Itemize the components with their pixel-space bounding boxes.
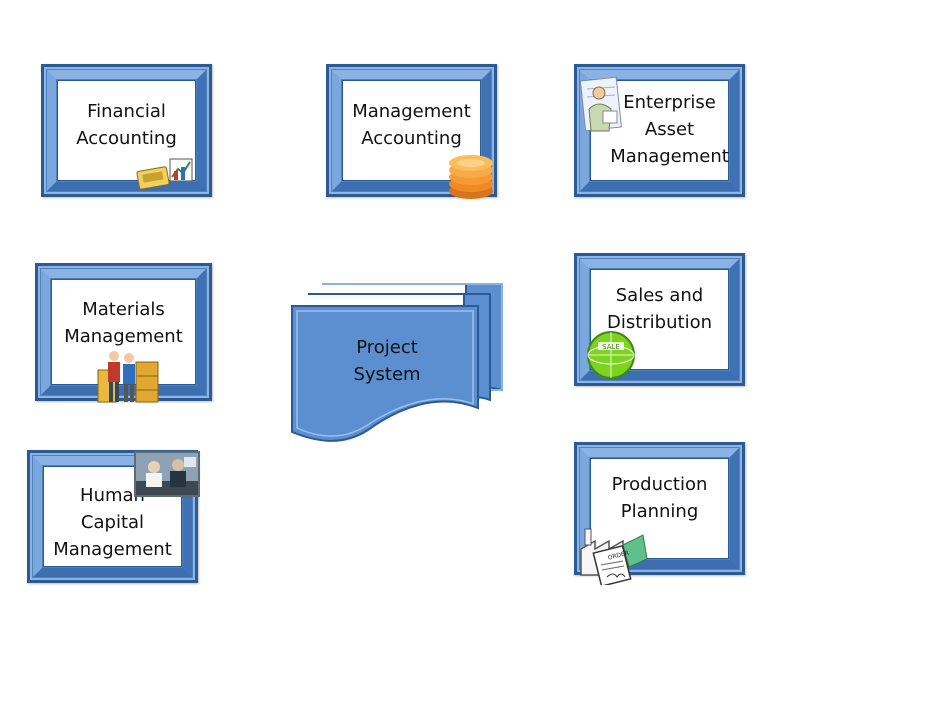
svg-text:ORDER: ORDER: [607, 550, 630, 562]
human-capital-management-label: Human Capital Management: [53, 485, 172, 560]
project-system-label: Project System: [353, 337, 421, 385]
frame-bevel: [580, 259, 739, 380]
workers-crates-icon: [97, 351, 159, 403]
sales-and-distribution-label: Sales and Distribution: [606, 284, 712, 333]
coin-stack-icon: [449, 155, 493, 199]
enterprise-asset-management-label: Enterprise Asset Management: [610, 92, 729, 167]
sales-globe-icon: SALE: [587, 331, 635, 379]
management-accounting-box: Management Accounting: [326, 64, 497, 199]
human-capital-management-box: Human Capital Management: [27, 450, 200, 583]
production-planning-box: Production Planning ORDER: [574, 442, 745, 585]
frame-bevel: [580, 70, 739, 191]
financial-accounting-label: Financial Accounting: [76, 100, 177, 149]
financial-accounting-box: Financial Accounting: [41, 64, 212, 197]
money-chart-icon: [136, 158, 193, 190]
management-accounting-label: Management Accounting: [352, 100, 471, 149]
enterprise-asset-management-box: Enterprise Asset Management: [574, 64, 745, 197]
production-planning-label: Production Planning: [611, 473, 708, 522]
project-system-shape: [291, 283, 503, 442]
frame-inner: Enterprise Asset Management: [590, 80, 729, 181]
frame-bevel: [41, 269, 206, 395]
frame-bevel: [332, 70, 491, 191]
worker-blueprint-icon: [579, 76, 622, 132]
materials-management-label: Materials Management: [64, 299, 183, 347]
frame-bevel: [33, 456, 192, 577]
office-photo-icon: [134, 451, 200, 497]
frame-inner: Management Accounting: [342, 80, 481, 181]
frame-bevel: [47, 70, 206, 191]
materials-management-box: Materials Management: [35, 263, 212, 403]
factory-order-icon: ORDER: [580, 528, 648, 585]
frame-inner: Materials Management: [51, 279, 196, 385]
svg-text:SALE: SALE: [602, 343, 620, 351]
frame-inner: Production Planning: [590, 458, 729, 559]
sales-and-distribution-box: Sales and Distribution SALE: [574, 253, 745, 386]
frame-bevel: [580, 448, 739, 569]
